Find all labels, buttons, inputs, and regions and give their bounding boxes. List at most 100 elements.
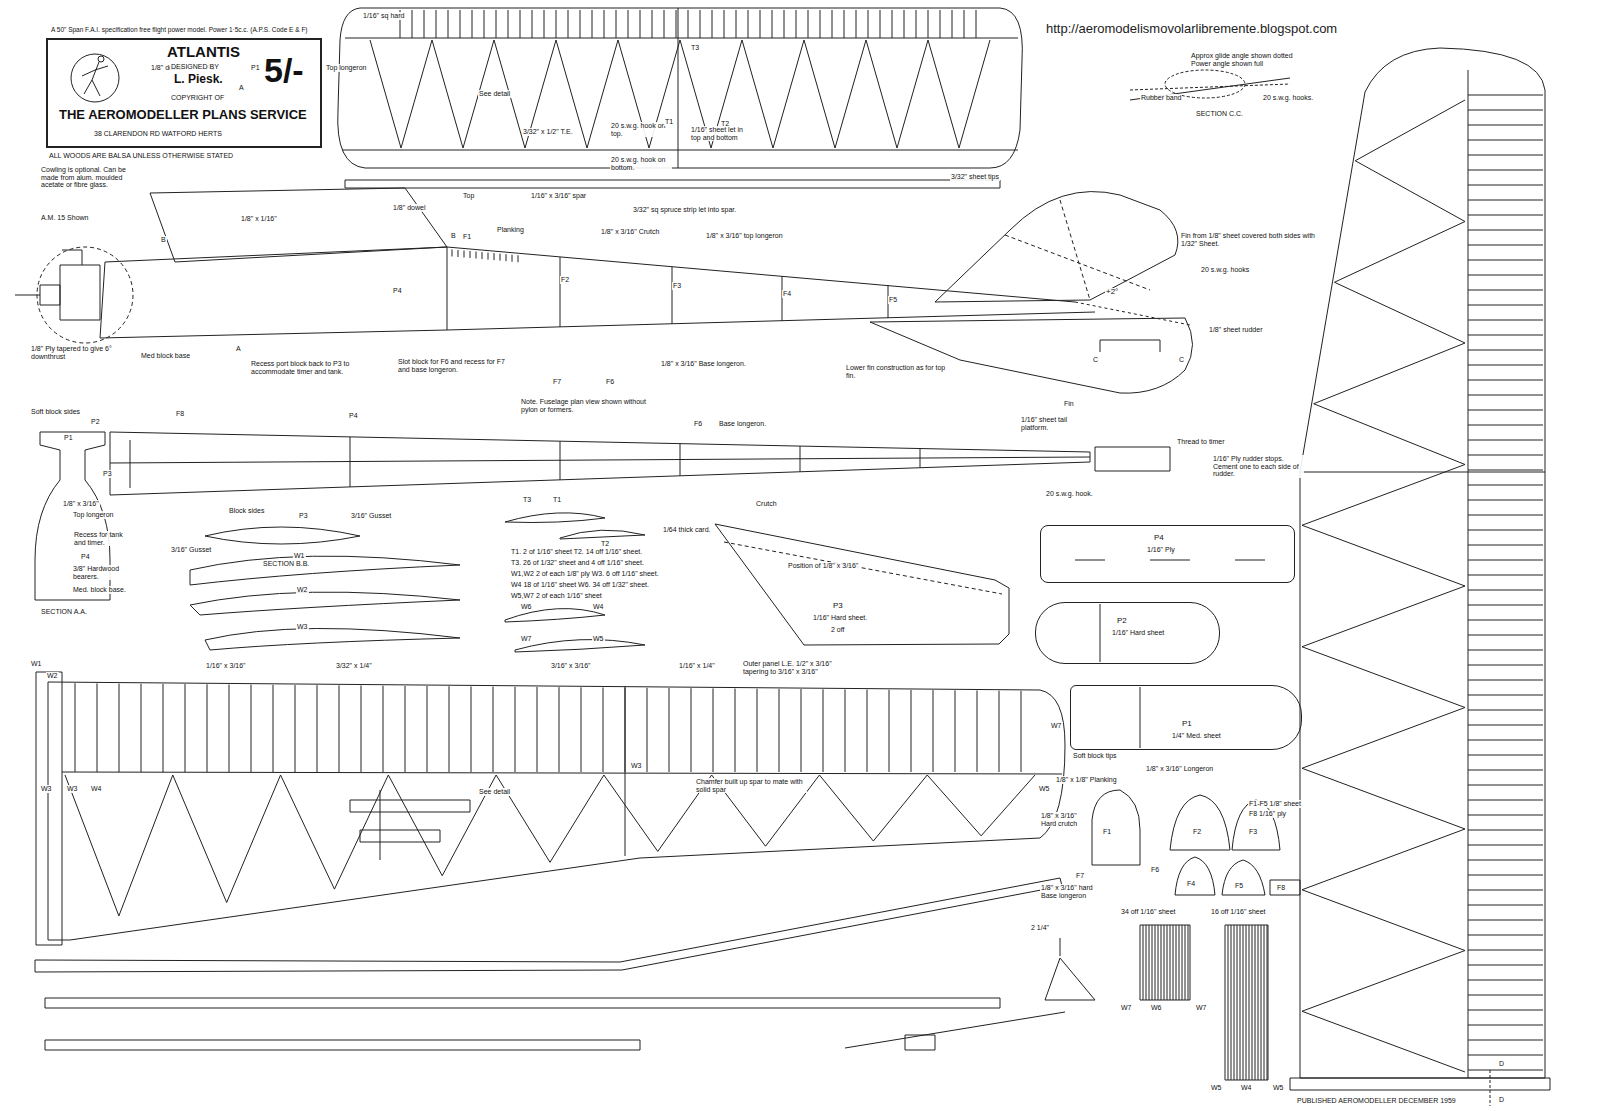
plan-label: F8	[1276, 884, 1286, 892]
construction-line	[1468, 215, 1543, 216]
construction-line	[1468, 950, 1543, 951]
plan-label: W1	[30, 660, 43, 668]
part-name: P4	[1153, 534, 1165, 543]
plan-label: Lower fin construction as for top fin.	[845, 364, 947, 379]
plan-label: Soft block tips	[1072, 752, 1118, 760]
construction-line	[845, 689, 846, 772]
warren-bracing	[370, 40, 990, 148]
construction-line	[1468, 455, 1543, 456]
construction-line	[506, 254, 507, 261]
construction-line	[1468, 845, 1543, 846]
plan-label: 1/16" sheet tail platform.	[1020, 416, 1084, 431]
construction-line	[856, 10, 857, 38]
plan-label: 3/32" x 1/2" T.E.	[522, 128, 574, 136]
plan-label: 3/32" x 1/4"	[335, 662, 373, 670]
rib-w5	[515, 640, 645, 652]
construction-line	[1188, 925, 1189, 1000]
plan-label: C	[1178, 356, 1185, 364]
rib-t2	[560, 530, 645, 539]
construction-line	[800, 446, 801, 472]
plan-label: 1/8" x 3/16" hard Base longeron	[1040, 884, 1100, 899]
plan-label: SECTION B.B.	[262, 560, 310, 568]
plan-label: W4	[90, 785, 103, 793]
construction-line	[625, 688, 626, 772]
construction-line	[1468, 245, 1543, 246]
wing-half-break	[1300, 472, 1545, 473]
construction-line	[1468, 350, 1543, 351]
plan-label: Base longeron.	[718, 420, 767, 428]
part-name: ATLANTIS	[166, 44, 241, 61]
construction-line	[748, 10, 749, 38]
construction-line	[952, 10, 953, 38]
part-note: 2 off	[830, 626, 846, 634]
plan-label: Soft block sides	[30, 408, 81, 416]
construction-line	[1468, 605, 1543, 606]
plan-label: 1/8" x 1/8" Planking	[1055, 776, 1118, 784]
construction-line	[1468, 320, 1543, 321]
construction-line	[1173, 925, 1174, 1000]
plan-label: 1/8" x 1/16"	[240, 215, 278, 223]
construction-line	[772, 10, 773, 38]
construction-line	[1468, 980, 1543, 981]
part-name: Position of 1/8" x 3/16"	[787, 562, 859, 570]
construction-line	[1468, 575, 1543, 576]
tail-spar-strip	[345, 180, 1000, 188]
rib-w1	[190, 556, 460, 585]
construction-line	[1468, 470, 1543, 471]
construction-line	[1468, 275, 1543, 276]
construction-line	[515, 687, 516, 772]
part-name: P2	[1116, 617, 1128, 626]
construction-line	[1468, 890, 1543, 891]
plan-label: P4	[80, 553, 91, 561]
construction-line	[1021, 691, 1022, 772]
construction-line	[163, 684, 164, 772]
construction-line	[796, 10, 797, 38]
construction-line	[1164, 925, 1165, 1000]
construction-line	[688, 10, 689, 38]
construction-line	[1249, 925, 1250, 1080]
plan-label: Top longeron	[72, 511, 114, 519]
plan-label: F5	[888, 296, 898, 304]
plan-label: 1/8" x 3/16" Base longeron.	[660, 360, 747, 368]
plan-label: SECTION A.A.	[40, 608, 88, 616]
plan-label: See detail	[478, 90, 511, 98]
prop-shaft	[15, 295, 40, 296]
construction-line	[1468, 770, 1543, 771]
position-line	[724, 542, 1002, 594]
construction-line	[1468, 785, 1543, 786]
construction-line	[712, 10, 713, 38]
construction-line	[616, 10, 617, 38]
fin-structure	[1005, 200, 1150, 300]
construction-line	[518, 255, 519, 262]
construction-line	[1468, 395, 1543, 396]
section-bb	[205, 527, 360, 544]
construction-line	[1468, 875, 1543, 876]
former-f8	[1270, 880, 1300, 895]
construction-line	[680, 444, 681, 476]
construction-line	[1468, 410, 1543, 411]
construction-line	[977, 690, 978, 772]
watermark: http://aeromodelismovolarlibremente.blog…	[1045, 22, 1338, 36]
construction-line	[1468, 695, 1543, 696]
construction-line	[691, 688, 692, 772]
construction-line	[1468, 140, 1543, 141]
construction-line	[1468, 965, 1543, 966]
plan-label: W1	[293, 552, 306, 560]
rib-t1	[505, 513, 605, 523]
spar-strip	[845, 1012, 1065, 1048]
construction-line	[955, 690, 956, 772]
former	[782, 276, 783, 321]
plan-label: F8 1/16" ply	[1248, 810, 1287, 818]
former-f5	[1222, 860, 1265, 895]
part-name: P1	[1181, 720, 1193, 729]
rib-w2	[190, 592, 460, 615]
construction-line	[1468, 1025, 1543, 1026]
plan-label: W2	[296, 586, 309, 594]
construction-line	[1468, 365, 1543, 366]
construction-line	[928, 10, 929, 38]
plan-label: P1	[63, 434, 74, 442]
plan-label: 20 s.w.g. hooks.	[1262, 94, 1314, 102]
plan-label: 20 s.w.g. hook on bottom.	[610, 156, 672, 171]
construction-line	[1468, 170, 1543, 171]
part-p4: P41/16" Ply	[1040, 525, 1295, 583]
